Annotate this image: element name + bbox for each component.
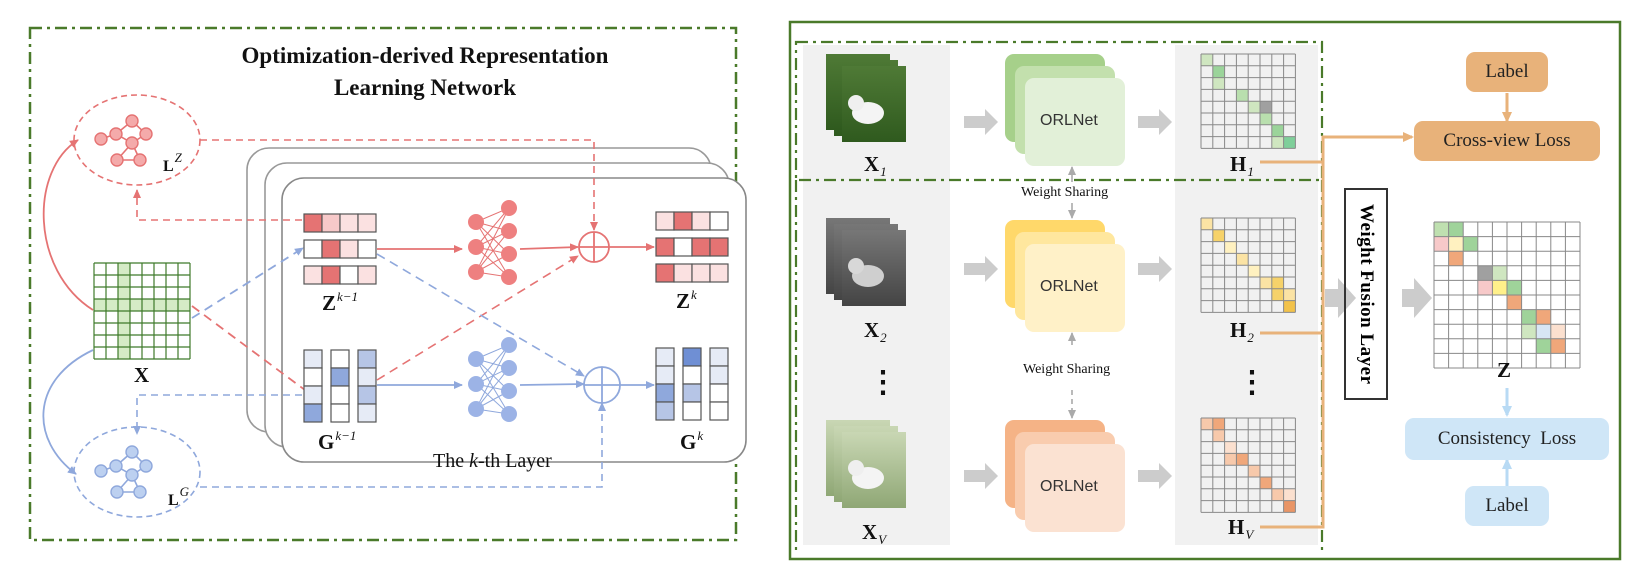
image-stack-view2	[826, 218, 906, 306]
orlnet-label-V: ORLNet	[1040, 478, 1098, 495]
layer-label-post: -th Layer	[477, 450, 552, 472]
label-box-top: Label	[1466, 52, 1548, 92]
z-next-letter: Z	[676, 289, 691, 313]
z-next-sup: k	[691, 287, 697, 302]
g-next-sup: k	[697, 428, 704, 443]
g-prev-sup: k−1	[335, 428, 357, 443]
lz-sup: Z	[174, 150, 182, 165]
image-stack-view1	[826, 54, 906, 142]
z-prev-vectors	[303, 213, 377, 285]
z-prev-sup: k−1	[337, 289, 359, 304]
layer-label-k: k	[469, 450, 478, 472]
z-matrix	[1433, 221, 1581, 369]
hv-label: HV	[1228, 515, 1253, 543]
h1-letter: H	[1230, 152, 1247, 176]
input-vdots: ⋮	[868, 366, 898, 399]
g-prev-vectors	[303, 349, 377, 423]
hv-matrix	[1200, 417, 1296, 513]
x-matrix	[93, 262, 191, 360]
right-panel-frame	[788, 20, 1622, 561]
g-to-lg-dashed	[133, 394, 302, 435]
g-to-redplus-dashed	[376, 255, 579, 381]
cross-view-loss-box: Cross-view Loss	[1414, 121, 1600, 161]
image-stack-viewV	[826, 420, 906, 508]
diagram-title: Optimization-derived Representation Lear…	[241, 43, 609, 100]
x-label: X	[134, 363, 150, 387]
x-to-lz-arrow	[42, 139, 94, 311]
x2-label: X2	[864, 318, 887, 346]
lg-letter: L	[168, 492, 179, 509]
z-to-lz-dashed	[133, 189, 302, 221]
output-column-bg	[1175, 45, 1318, 545]
blue-neural-net	[468, 337, 517, 422]
z-next-label: Zk	[676, 287, 697, 314]
h1-label: H1	[1230, 152, 1254, 180]
lg-label: LG	[168, 484, 189, 510]
consistency-loss-box: Consistency Loss	[1405, 418, 1609, 460]
h2-matrix	[1200, 217, 1296, 313]
h2-sub: 2	[1247, 330, 1254, 345]
fusion-out-arrow	[1402, 278, 1432, 318]
orlnet-label-2: ORLNet	[1040, 278, 1098, 295]
x1-sub: 1	[880, 164, 887, 179]
x1-letter: X	[864, 152, 880, 176]
net-to-plus-arrow	[519, 243, 579, 252]
x1-label: X1	[864, 152, 887, 180]
weight-fusion-label: Weight Fusion Layer	[1356, 203, 1377, 385]
weight-sharing-label-1: Weight Sharing	[1021, 185, 1109, 200]
gray-arrows	[964, 109, 1172, 489]
lz-letter: L	[163, 158, 174, 175]
x-to-lg-arrow	[42, 349, 94, 475]
g-prev-letter: G	[318, 430, 335, 454]
lg-to-plus-dashed	[200, 402, 606, 488]
orlnet-label-1: ORLNet	[1040, 112, 1098, 129]
orlnet-stack-1	[1005, 54, 1125, 166]
z-to-blueplus-dashed	[376, 253, 585, 377]
layer-label-pre: The	[433, 450, 470, 472]
g-prev-label: Gk−1	[318, 428, 356, 455]
g-next-letter: G	[680, 430, 697, 454]
xv-letter: X	[862, 520, 878, 544]
xv-label: XV	[862, 520, 886, 548]
hv-sub: V	[1245, 527, 1254, 542]
weight-fusion-layer: Weight Fusion Layer	[1344, 188, 1388, 400]
red-plus-operator	[578, 231, 610, 263]
x-to-g-dashed	[191, 305, 314, 397]
z-prev-letter: Z	[322, 291, 337, 315]
x-to-z-dashed	[191, 247, 304, 319]
output-vdots: ⋮	[1237, 366, 1267, 399]
g-next-vectors	[655, 347, 729, 421]
x2-sub: 2	[880, 330, 887, 345]
bnet-to-plus-arrow	[519, 380, 585, 389]
h2-label: H2	[1230, 318, 1254, 346]
blue-plus-operator	[583, 366, 621, 404]
g-next-label: Gk	[680, 428, 703, 455]
lg-sup: G	[179, 484, 190, 499]
layer-label: The k-th Layer	[433, 450, 552, 473]
weight-sharing-label-2: Weight Sharing	[1023, 362, 1111, 377]
label-box-bottom: Label	[1465, 486, 1549, 526]
z-prev-label: Zk−1	[322, 289, 358, 316]
h2-letter: H	[1230, 318, 1247, 342]
view1-box	[794, 40, 1324, 182]
h-matrices	[1200, 53, 1296, 513]
orange-connectors	[1260, 135, 1336, 529]
orlnet-stack-2	[1005, 220, 1125, 332]
red-neural-net	[468, 200, 517, 285]
x2-letter: X	[864, 318, 880, 342]
hv-letter: H	[1228, 515, 1245, 539]
lz-label: LZ	[163, 150, 182, 176]
z-output-label: Z	[1497, 358, 1512, 382]
h1-matrix	[1200, 53, 1296, 149]
fusion-in-arrow	[1325, 278, 1356, 318]
orlnet-stack-V	[1005, 420, 1125, 532]
z-grid	[1433, 221, 1581, 369]
xv-sub: V	[878, 532, 887, 547]
z-next-vectors	[655, 211, 729, 283]
h1-sub: 1	[1247, 164, 1254, 179]
